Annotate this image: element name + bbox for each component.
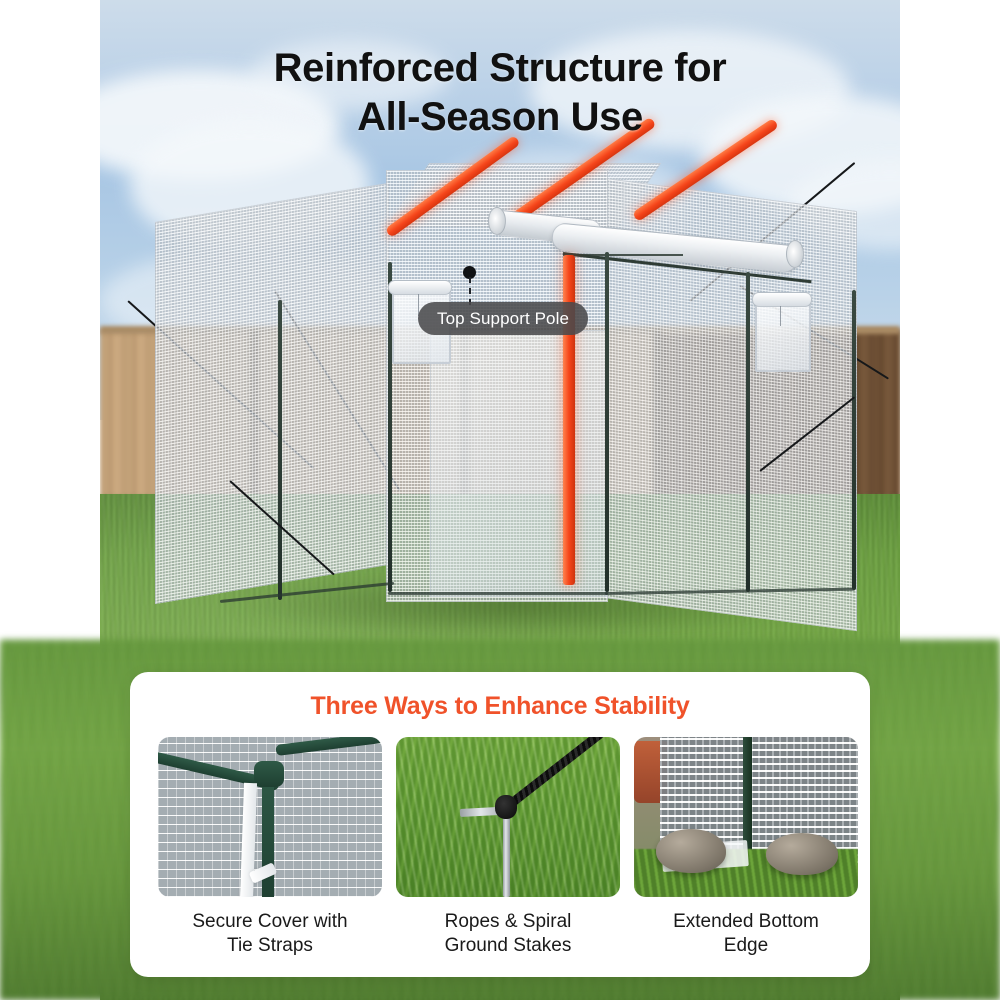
feature-thumbnail-ground-stakes[interactable]: [396, 737, 620, 897]
window-tie: [780, 306, 781, 326]
feature-item-bottom-edge[interactable]: Extended Bottom Edge: [634, 737, 858, 959]
ridge-beam-front: [563, 254, 683, 256]
stability-feature-card: Three Ways to Enhance Stability Secure C…: [130, 672, 870, 977]
cloud-shape: [250, 40, 450, 110]
feature-caption-ground-stakes: Ropes & Spiral Ground Stakes: [445, 910, 572, 959]
headline-line-1: Reinforced Structure for: [273, 46, 727, 90]
caption-line-2: Edge: [723, 935, 769, 957]
feature-item-ground-stakes[interactable]: Ropes & Spiral Ground Stakes: [396, 737, 620, 959]
window-roll-up: [388, 280, 452, 295]
weight-rock: [656, 829, 726, 873]
corner-connector: [254, 761, 284, 787]
frame-leg: [388, 262, 392, 592]
callout-marker-dot: [463, 266, 476, 279]
card-title: Three Ways to Enhance Stability: [310, 692, 690, 720]
feature-row: Secure Cover with Tie Straps Ropes & Spi…: [130, 721, 870, 959]
window-tie: [418, 294, 419, 316]
caption-line-1: Extended Bottom: [673, 911, 819, 932]
feature-caption-tie-straps: Secure Cover with Tie Straps: [192, 910, 347, 959]
feature-thumbnail-tie-straps[interactable]: [158, 737, 382, 897]
feature-item-tie-straps[interactable]: Secure Cover with Tie Straps: [158, 737, 382, 959]
clear-door-panel: [430, 330, 607, 597]
left-wall-mesh-panel: [155, 182, 389, 604]
callout-label: Top Support Pole: [437, 308, 570, 328]
corner-post: [743, 737, 752, 863]
feature-thumbnail-bottom-edge[interactable]: [634, 737, 858, 897]
callout-leader-line: [469, 277, 471, 305]
frame-leg: [746, 272, 750, 592]
caption-line-2: Ground Stakes: [444, 935, 572, 957]
pole-end-cap: [488, 207, 506, 235]
vertical-support-pole-highlight: [563, 255, 575, 585]
caption-line-2: Tie Straps: [227, 935, 313, 957]
side-window: [755, 300, 811, 372]
caption-line-1: Ropes & Spiral: [444, 911, 572, 932]
feature-caption-bottom-edge: Extended Bottom Edge: [673, 910, 819, 959]
weight-rock: [766, 833, 838, 875]
base-rail: [388, 592, 608, 595]
headline-block: Reinforced Structure for All-Season Use: [0, 44, 1000, 142]
frame-leg: [852, 290, 856, 590]
window-roll-up: [752, 292, 812, 307]
rope-knot: [495, 795, 517, 819]
headline-line-2: All-Season Use: [357, 94, 643, 139]
frame-leg: [605, 252, 609, 592]
pole-end-cap: [786, 240, 804, 268]
greenhouse-product: [100, 0, 900, 1000]
caption-line-1: Secure Cover with: [192, 911, 348, 932]
frame-leg: [278, 300, 282, 600]
stake-shaft: [503, 813, 510, 897]
callout-top-support-pole: Top Support Pole: [418, 302, 589, 335]
